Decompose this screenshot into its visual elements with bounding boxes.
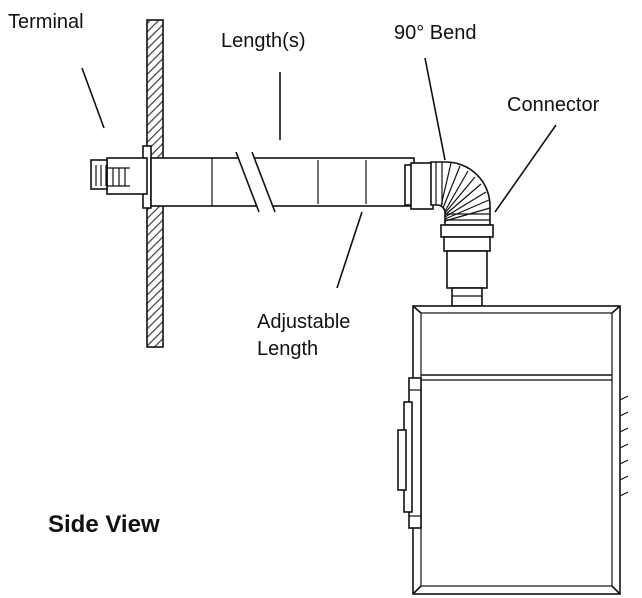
connector-leader-line [494, 124, 557, 213]
label-adjustable-line2: Length [257, 338, 318, 360]
label-terminal: Terminal [8, 11, 84, 33]
vent-terminal [90, 157, 148, 195]
label-lengths: Length(s) [221, 30, 306, 52]
label-side-view: Side View [48, 511, 160, 538]
bend-leader-line [424, 57, 446, 161]
elbow-90-degree [430, 161, 491, 226]
adjustable-leader-line [336, 211, 363, 289]
heater-unit [397, 305, 629, 595]
vent-pipe-lengths [150, 151, 415, 213]
terminal-leader-line [81, 67, 105, 129]
adjustable-length-pipe [404, 162, 434, 210]
connector-pipe [440, 224, 494, 307]
label-connector: Connector [507, 94, 600, 116]
label-90-bend: 90° Bend [394, 22, 477, 44]
label-adjustable-line1: Adjustable [257, 311, 350, 333]
